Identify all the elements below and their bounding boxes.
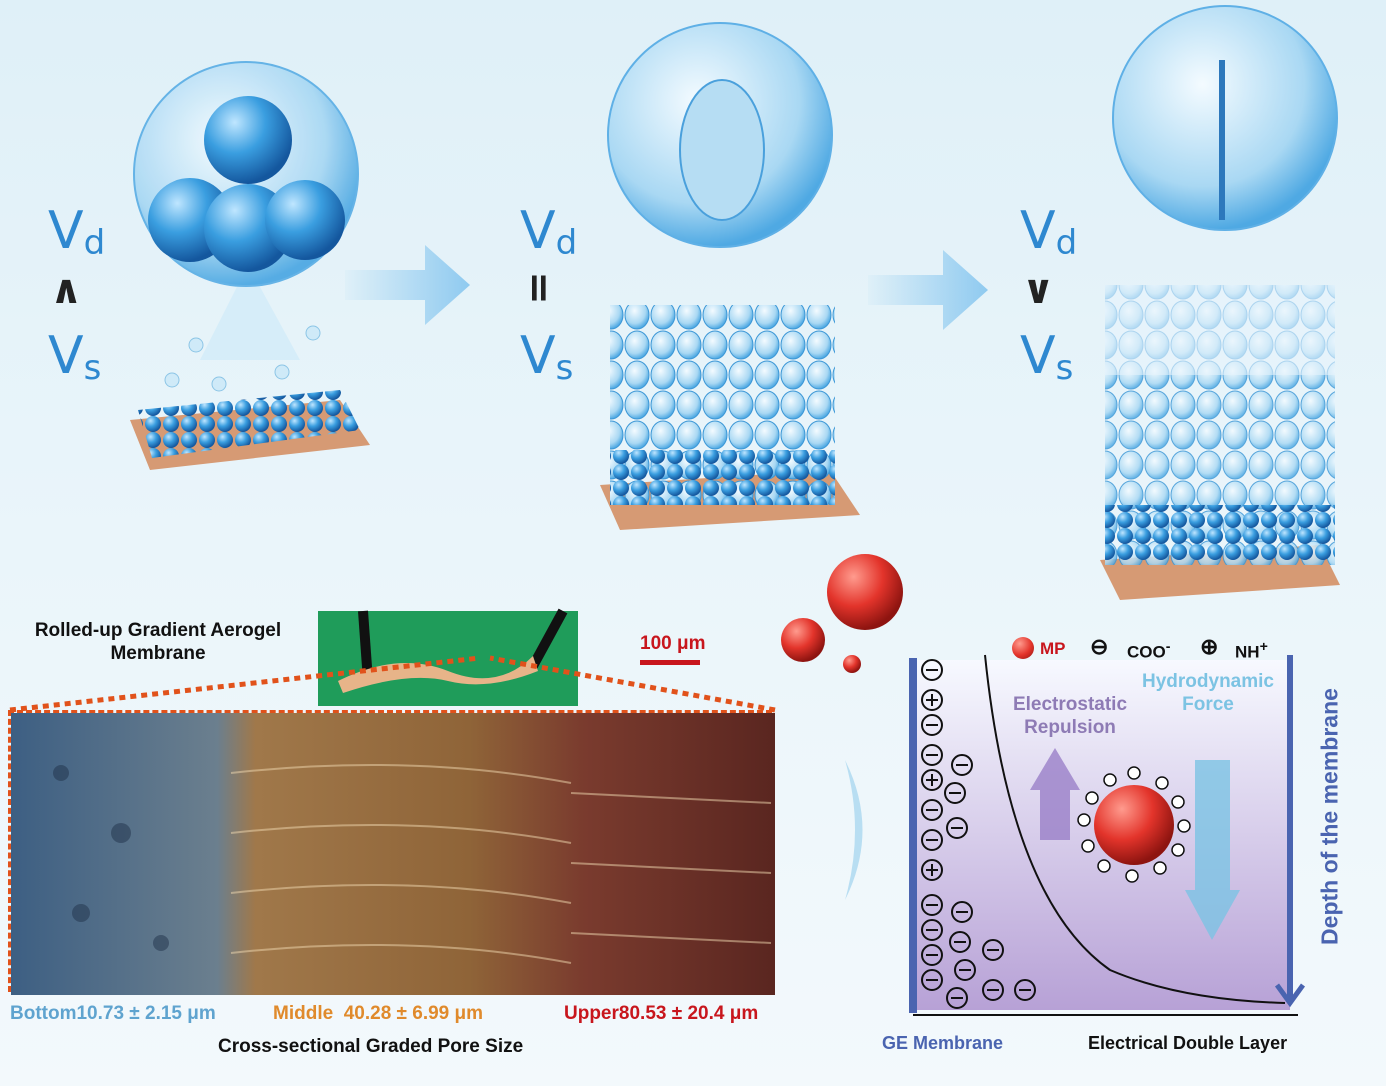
hydrodynamic-force-label: Hydrodynamic Force <box>1142 671 1274 715</box>
plus-circle-icon: ⊕ <box>1200 634 1219 659</box>
charge-icons <box>921 659 1036 1009</box>
y-axis-label: Depth of the membrane <box>1316 688 1343 945</box>
electrostatic-repulsion-label: Electrostatic Repulsion <box>1012 694 1128 738</box>
membrane-photo-label: Rolled-up Gradient Aerogel Membrane <box>34 620 282 664</box>
relation-symbol: ∧ <box>50 267 83 313</box>
sem-cross-section-image <box>8 710 775 995</box>
microplastic-spheres <box>781 554 903 900</box>
pore-size-caption: Cross-sectional Graded Pore Size <box>218 1036 524 1057</box>
middle-pore-size: Middle 40.28 ± 6.99 μm <box>273 1003 484 1024</box>
vd-label: Vd <box>520 201 578 263</box>
zoom-guide-lines <box>9 655 776 713</box>
relation-symbol: = <box>515 271 562 305</box>
vs-label: Vs <box>48 326 102 388</box>
legend-nh: NH+ <box>1235 639 1268 662</box>
stage-1-illustration <box>130 61 370 470</box>
legend-mp: MP <box>1040 639 1066 658</box>
mp-legend-icon <box>1012 637 1034 659</box>
stage-3-illustration <box>1100 5 1340 600</box>
relation-symbol: ∨ <box>1022 267 1055 313</box>
stage-2-illustration <box>600 22 860 530</box>
vs-label: Vs <box>520 326 574 388</box>
vd-label: Vd <box>48 201 106 263</box>
x-axis-right-label: Electrical Double Layer <box>1088 1033 1288 1053</box>
arrow-right-icon <box>345 245 470 325</box>
bottom-pore-size: Bottom10.73 ± 2.15 μm <box>10 1003 216 1024</box>
vd-label: Vd <box>1020 201 1078 263</box>
vs-label: Vs <box>1020 326 1074 388</box>
arrow-right-icon <box>868 250 988 330</box>
x-axis-left-label: GE Membrane <box>882 1033 1004 1053</box>
scale-bar <box>640 660 700 665</box>
minus-circle-icon: ⊖ <box>1090 634 1109 659</box>
scale-bar-label: 100 μm <box>640 633 706 654</box>
upper-pore-size: Upper80.53 ± 20.4 μm <box>564 1003 759 1024</box>
legend-coo: COO- <box>1127 639 1171 662</box>
membrane-photo <box>318 608 578 706</box>
mechanism-graphics <box>909 654 1306 1016</box>
